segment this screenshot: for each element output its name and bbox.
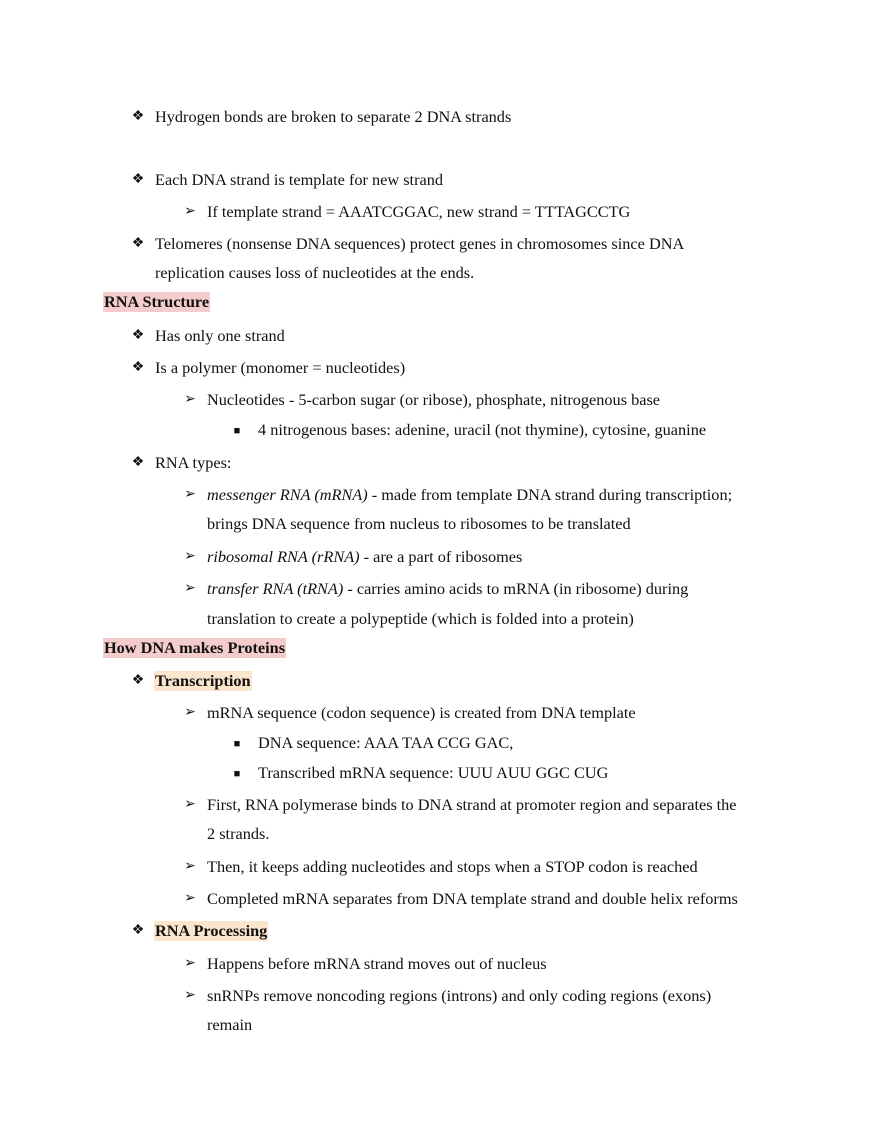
list-item: If template strand = AAATCGGAC, new stra… [207, 202, 631, 221]
arrow-bullet-icon: ➢ [184, 549, 196, 564]
list-item: DNA sequence: AAA TAA CCG GAC, [258, 733, 514, 752]
list-item: Each DNA strand is template for new stra… [155, 170, 444, 189]
diamond-bullet-icon: ❖ [131, 923, 145, 938]
arrow-bullet-icon: ➢ [184, 988, 196, 1003]
list-item: snRNPs remove noncoding regions (introns… [207, 986, 712, 1005]
list-item: Hydrogen bonds are broken to separate 2 … [155, 107, 512, 126]
section-heading-how-dna-makes-proteins: How DNA makes Proteins [103, 638, 287, 658]
list-item: Completed mRNA separates from DNA templa… [207, 889, 738, 908]
arrow-bullet-icon: ➢ [184, 797, 196, 812]
list-item: Then, it keeps adding nucleotides and st… [207, 857, 698, 876]
list-item: Telomeres (nonsense DNA sequences) prote… [155, 234, 685, 253]
list-item-continuation: 2 strands. [207, 824, 270, 843]
list-item: First, RNA polymerase binds to DNA stran… [207, 795, 737, 814]
term-mrna: messenger RNA (mRNA) [207, 485, 368, 504]
arrow-bullet-icon: ➢ [184, 392, 196, 407]
arrow-bullet-icon: ➢ [184, 956, 196, 971]
list-item-continuation: translation to create a polypeptide (whi… [207, 609, 634, 628]
diamond-bullet-icon: ❖ [131, 455, 145, 470]
list-item-continuation: remain [207, 1015, 253, 1034]
list-item: ribosomal RNA (rRNA) - are a part of rib… [207, 547, 523, 566]
list-item: Is a polymer (monomer = nucleotides) [155, 358, 406, 377]
arrow-bullet-icon: ➢ [184, 487, 196, 502]
diamond-bullet-icon: ❖ [131, 673, 145, 688]
list-item: transfer RNA (tRNA) - carries amino acid… [207, 579, 689, 598]
diamond-bullet-icon: ❖ [131, 360, 145, 375]
arrow-bullet-icon: ➢ [184, 859, 196, 874]
list-item: mRNA sequence (codon sequence) is create… [207, 703, 636, 722]
subheading-transcription: Transcription [154, 671, 252, 691]
diamond-bullet-icon: ❖ [131, 109, 145, 124]
diamond-bullet-icon: ❖ [131, 236, 145, 251]
list-item: 4 nitrogenous bases: adenine, uracil (no… [258, 420, 707, 439]
list-item-continuation: replication causes loss of nucleotides a… [155, 263, 475, 282]
arrow-bullet-icon: ➢ [184, 705, 196, 720]
list-item: Has only one strand [155, 326, 285, 345]
arrow-bullet-icon: ➢ [184, 581, 196, 596]
square-bullet-icon: ■ [233, 768, 241, 780]
list-item: messenger RNA (mRNA) - made from templat… [207, 485, 733, 504]
diamond-bullet-icon: ❖ [131, 328, 145, 343]
term-trna: transfer RNA (tRNA) [207, 579, 344, 598]
square-bullet-icon: ■ [233, 425, 241, 437]
list-item: RNA types: [155, 453, 232, 472]
list-item: Transcribed mRNA sequence: UUU AUU GGC C… [258, 763, 609, 782]
arrow-bullet-icon: ➢ [184, 891, 196, 906]
subheading-rna-processing: RNA Processing [154, 921, 269, 941]
square-bullet-icon: ■ [233, 738, 241, 750]
diamond-bullet-icon: ❖ [131, 172, 145, 187]
list-item: Nucleotides - 5-carbon sugar (or ribose)… [207, 390, 661, 409]
arrow-bullet-icon: ➢ [184, 204, 196, 219]
section-heading-rna-structure: RNA Structure [103, 292, 211, 312]
list-item-continuation: brings DNA sequence from nucleus to ribo… [207, 514, 631, 533]
term-rrna: ribosomal RNA (rRNA) [207, 547, 360, 566]
list-item: Happens before mRNA strand moves out of … [207, 954, 547, 973]
